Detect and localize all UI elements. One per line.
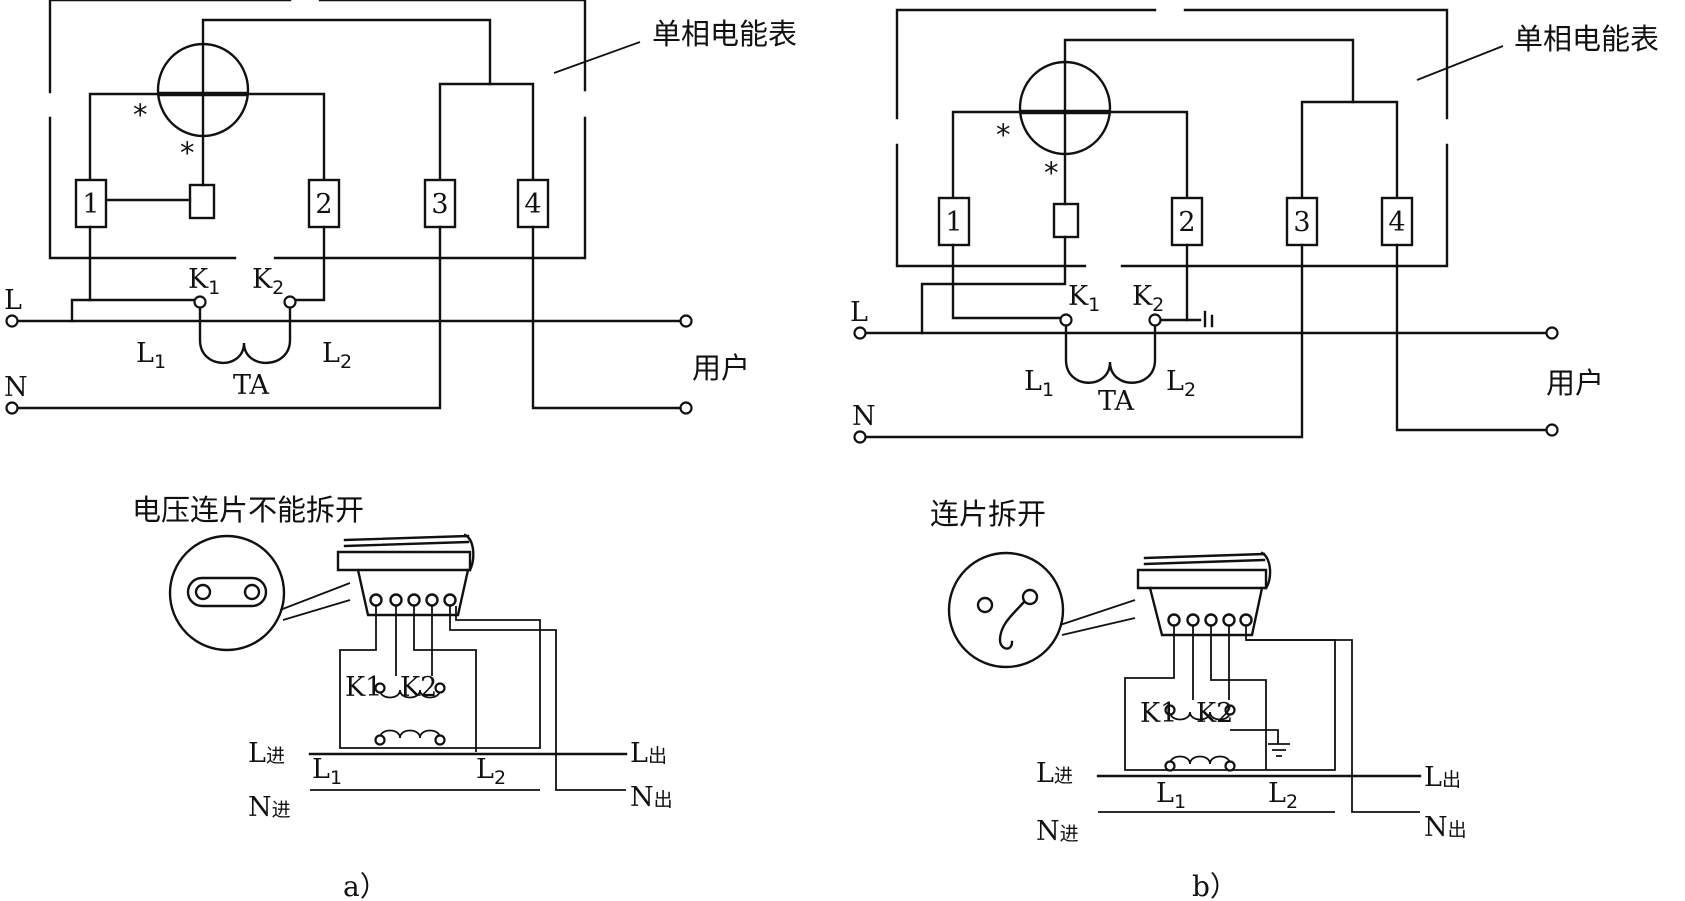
wire-t4-a [488,82,535,182]
wire-N-b [858,243,1304,439]
label-l2-a: L2 [322,338,352,373]
label-ta-a: TA [233,370,270,401]
meter-base-b [1136,568,1268,590]
ct-k2-b: K2 [1196,698,1233,729]
meter-enclosure-a [48,0,587,260]
label-L1-b-bottom: L1 [1156,778,1186,813]
voltage-coil-b [1052,202,1080,239]
meter-label-b: 单相电能表 [1514,22,1659,56]
caption-a: a） [343,870,388,901]
label-k1-a: K1 [188,264,220,299]
label-L2-a-bottom: L2 [476,754,506,789]
node-user-L-a [679,314,693,328]
wire-top-a [201,18,492,182]
label-ta-b: TA [1098,386,1135,417]
note-b: 连片拆开 [930,497,1046,531]
svg-text:3: 3 [431,189,448,220]
terminal-4-a: 4 [516,178,550,229]
terminal-3-b: 3 [1285,196,1319,247]
node-k1-a [193,295,207,309]
ct-k2-a: K2 [400,672,437,703]
terminal-4-b: 4 [1380,196,1414,247]
label-k1-b: K1 [1068,281,1100,316]
label-N-b: N [852,401,876,432]
node-N-a [5,401,19,415]
label-L-out-a: L出 [630,738,667,769]
terminal-1-b: 1 [937,196,971,247]
meter-terminal-a5 [443,593,457,607]
label-N-in-a: N进 [248,792,291,823]
svg-text:2: 2 [1178,207,1195,238]
meter-terminal-a4 [425,593,439,607]
wire-t1-coil-a [88,92,160,187]
voltage-coil-a [188,183,216,220]
voltage-link-open-icon [976,596,994,614]
terminal-2-b: 2 [1170,196,1204,247]
wire-user-N-a [531,225,688,410]
label-user-a: 用户 [692,351,750,385]
polarity-mark-1-b: * [996,118,1011,152]
label-user-b: 用户 [1546,366,1604,400]
svg-text:4: 4 [524,189,541,220]
meter-terminal-a2 [389,593,403,607]
meter-label-leader-a [553,41,641,74]
ct-loop-a [339,606,541,749]
svg-text:1: 1 [82,189,99,220]
label-k2-a: K2 [252,264,284,299]
zoom-circle-b [947,551,1065,669]
meter-terminal-a3 [407,593,421,607]
label-N-in-b: N进 [1036,816,1079,847]
meter-label-a: 单相电能表 [652,17,797,51]
diagram-b-pictorial: 连片拆开 K1 K2 L进 N进 L1 L2 L出 N出 [930,497,1467,901]
label-L2-b-bottom: L2 [1268,778,1298,813]
label-k2-b: K2 [1132,281,1164,316]
wire-t2-coil-a [246,92,326,187]
note-a: 电压连片不能拆开 [132,493,364,527]
meter-label-leader-b [1416,45,1504,81]
ct-primary-a [198,298,292,365]
svg-text:4: 4 [1388,207,1405,238]
svg-text:1: 1 [945,207,962,238]
zoom-circle-a [168,534,286,652]
wire-top-b [1063,38,1355,199]
node-user-N-a [679,401,693,415]
svg-text:3: 3 [1293,207,1310,238]
ct-primary-b [1064,316,1157,384]
terminal-2-a: 2 [307,178,341,229]
label-l1-a: L1 [136,338,166,373]
diagram-a-pictorial: 电压连片不能拆开 K1 K2 L进 N进 L1 L2 [132,493,673,901]
label-l1-b: L1 [1024,366,1054,401]
polarity-mark-2-b: * [1044,156,1059,190]
svg-text:2: 2 [315,189,332,220]
diagram-b-schematic: 单相电能表 * * 1 2 3 4 [850,8,1659,444]
label-L-b: L [850,297,868,328]
polarity-mark-2-a: * [180,136,195,170]
node-L-a [5,314,19,328]
diagram-a-schematic: 单相电能表 * * 1 2 3 4 [4,0,797,415]
label-L-out-b: L出 [1424,762,1461,793]
voltage-link-closed-icon [186,576,268,608]
wire-t2-k2-a [288,225,326,302]
label-N-a: N [4,372,28,403]
meter-terminal-a1 [369,593,383,607]
wire-N-a [10,225,442,410]
terminal-3-a: 3 [423,178,457,229]
label-L-in-a: L进 [248,738,285,769]
meter-enclosure-b [895,8,1449,268]
meter-base-a [336,550,472,572]
label-N-out-a: N出 [630,782,673,813]
node-k2-a [283,295,297,309]
ct-k1-b: K1 [1140,698,1177,729]
label-L-a: L [4,285,22,316]
label-L-in-b: L进 [1036,758,1073,789]
terminal-1-a: 1 [74,178,108,229]
label-l2-b: L2 [1166,366,1196,401]
label-N-out-b: N出 [1424,812,1467,843]
wire-t1-L-a [70,225,92,323]
polarity-mark-1-a: * [133,98,148,132]
ct-k1-a: K1 [345,672,382,703]
label-L1-a-bottom: L1 [312,754,342,789]
caption-b: b） [1192,870,1238,901]
